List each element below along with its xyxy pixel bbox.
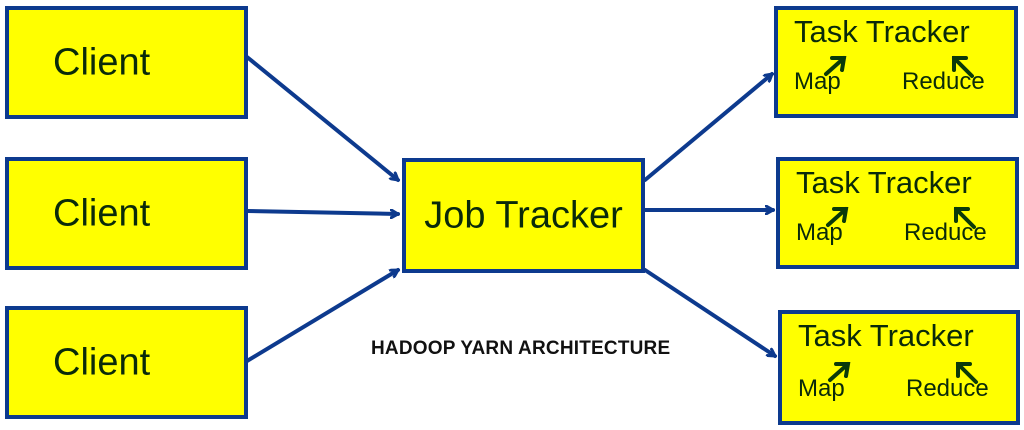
client-box-1: Client — [5, 6, 248, 119]
arrow-client3-to-jobtracker — [245, 268, 398, 363]
map-arrow-icon — [824, 56, 847, 76]
map-arrow-icon — [826, 207, 849, 227]
reduce-label: Reduce — [902, 68, 985, 95]
reduce-arrow-icon — [954, 207, 976, 229]
map-label: Map — [794, 68, 841, 95]
map-label: Map — [798, 375, 845, 402]
client-box-3: Client — [5, 306, 248, 419]
task-tracker-label: Task Tracker — [796, 165, 972, 200]
arrow-client1-to-jobtracker — [245, 55, 398, 182]
job-tracker-box: Job Tracker — [402, 158, 645, 273]
client-label: Client — [53, 341, 151, 383]
client-box-2: Client — [5, 157, 248, 270]
client-label: Client — [53, 41, 151, 83]
arrow-jobtracker-to-tt1 — [643, 72, 772, 182]
reduce-arrow-icon — [952, 56, 974, 78]
map-label: Map — [796, 219, 843, 246]
arrow-client2-to-jobtracker — [245, 211, 398, 214]
diagram-title: HADOOP YARN ARCHITECTURE — [371, 338, 671, 359]
job-tracker-label: Job Tracker — [424, 194, 623, 236]
task-tracker-label: Task Tracker — [794, 14, 970, 49]
client-label: Client — [53, 192, 151, 234]
reduce-arrow-icon — [956, 362, 978, 384]
reduce-label: Reduce — [906, 375, 989, 402]
task-tracker-box-2: Task Tracker Map Reduce — [776, 157, 1019, 269]
task-tracker-label: Task Tracker — [798, 318, 974, 353]
task-tracker-box-3: Task Tracker Map Reduce — [778, 310, 1020, 425]
map-arrow-icon — [828, 362, 851, 382]
task-tracker-box-1: Task Tracker Map Reduce — [774, 6, 1018, 118]
arrow-jobtracker-to-tt3 — [643, 268, 775, 358]
reduce-label: Reduce — [904, 219, 987, 246]
